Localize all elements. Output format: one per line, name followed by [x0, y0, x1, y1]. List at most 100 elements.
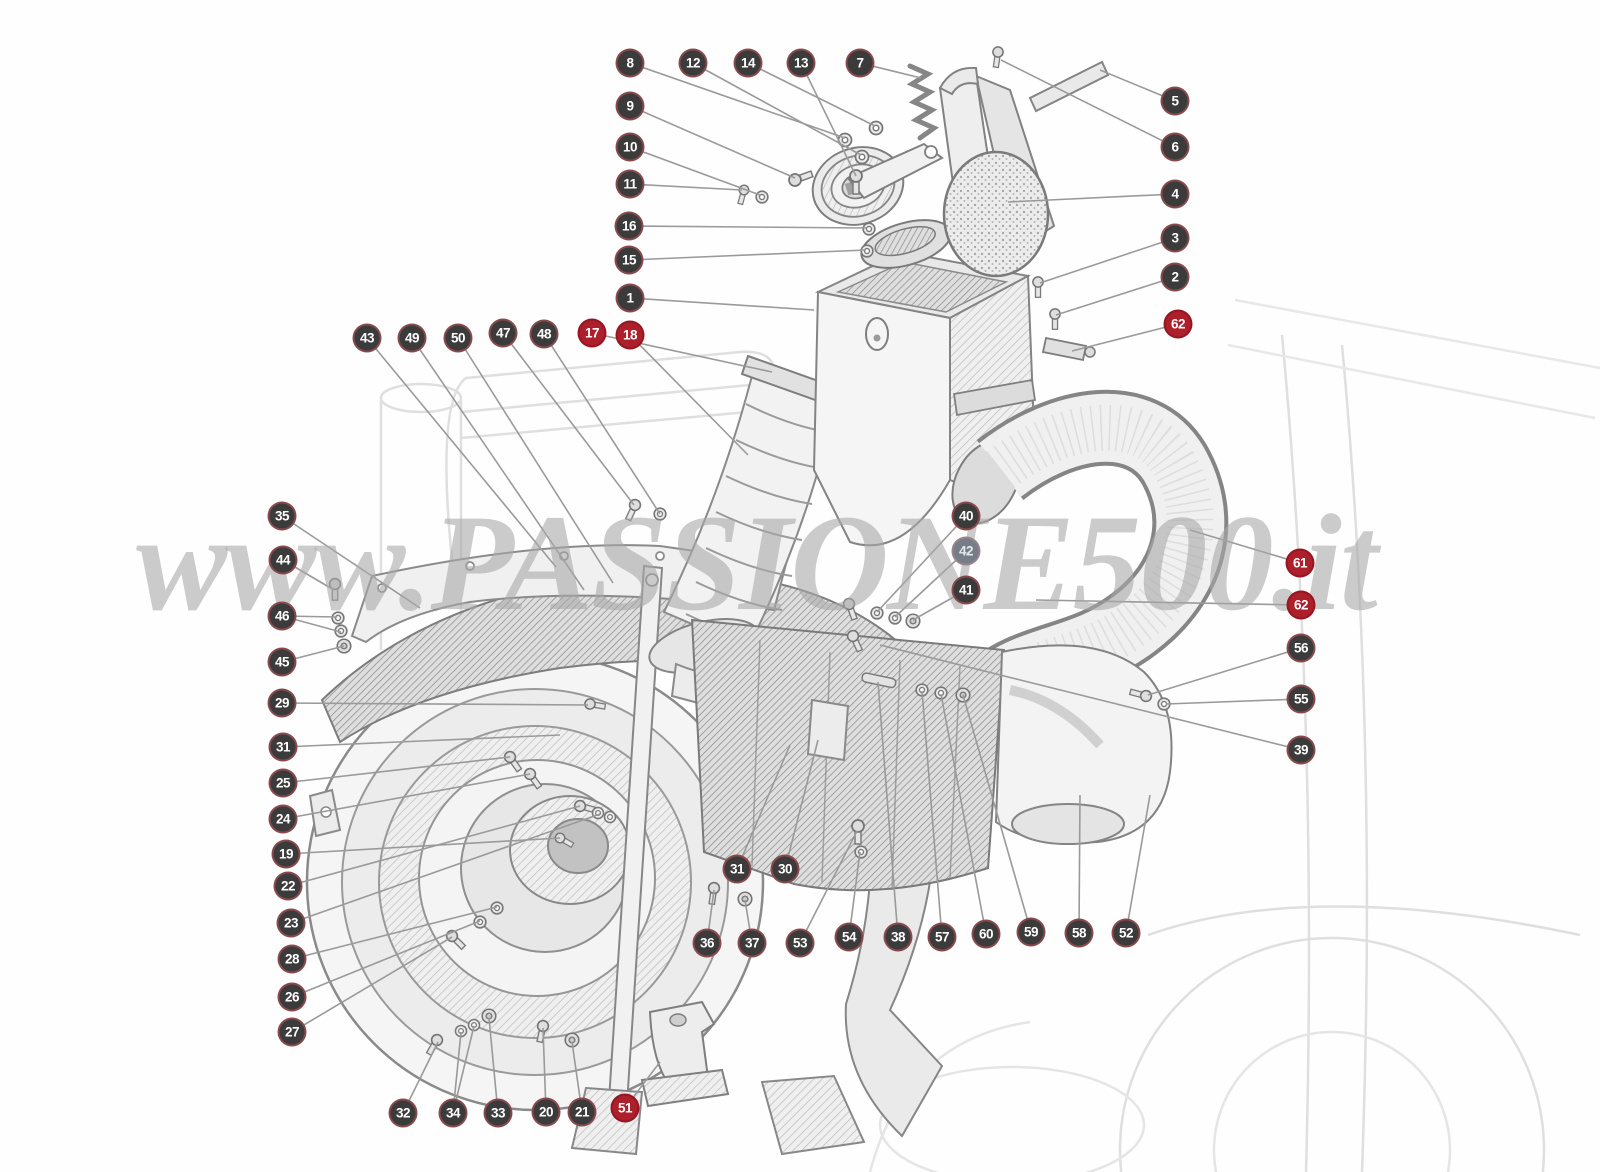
part-badge-43[interactable]: 43: [352, 323, 382, 353]
part-badge-21[interactable]: 21: [567, 1097, 597, 1127]
part-badge-52[interactable]: 52: [1111, 918, 1141, 948]
part-badge-2[interactable]: 2: [1160, 262, 1190, 292]
part-badge-11[interactable]: 11: [615, 169, 645, 199]
part-badge-54[interactable]: 54: [834, 922, 864, 952]
part-badge-39[interactable]: 39: [1286, 735, 1316, 765]
part-badge-47[interactable]: 47: [488, 318, 518, 348]
leader-line-18: [629, 334, 749, 456]
part-badge-16[interactable]: 16: [614, 211, 644, 241]
part-badge-60[interactable]: 60: [971, 919, 1001, 949]
leader-line-30: [784, 739, 819, 870]
part-badge-32[interactable]: 32: [388, 1098, 418, 1128]
part-badge-37[interactable]: 37: [737, 928, 767, 958]
part-badge-8[interactable]: 8: [615, 48, 645, 78]
leader-line-43: [366, 337, 557, 568]
part-badge-12[interactable]: 12: [678, 48, 708, 78]
leader-line-14: [747, 62, 876, 127]
leader-line-26: [291, 920, 481, 998]
leader-line-29: [281, 702, 589, 706]
part-badge-58[interactable]: 58: [1064, 918, 1094, 948]
leader-line-49: [411, 337, 585, 591]
part-badge-55[interactable]: 55: [1286, 684, 1316, 714]
part-badge-17[interactable]: 17: [577, 318, 607, 348]
part-badge-4[interactable]: 4: [1160, 179, 1190, 209]
part-badge-29[interactable]: 29: [267, 688, 297, 718]
part-badge-62[interactable]: 62: [1286, 590, 1316, 620]
part-badge-44[interactable]: 44: [268, 545, 298, 575]
leader-line-48: [543, 333, 661, 515]
part-badge-51[interactable]: 51: [610, 1093, 640, 1123]
leader-line-12: [692, 62, 862, 156]
part-badge-62[interactable]: 62: [1163, 309, 1193, 339]
leader-line-25: [282, 756, 511, 784]
part-badge-6[interactable]: 6: [1160, 132, 1190, 162]
part-badge-5[interactable]: 5: [1160, 86, 1190, 116]
part-badge-45[interactable]: 45: [267, 647, 297, 677]
part-badge-22[interactable]: 22: [273, 871, 303, 901]
part-badge-20[interactable]: 20: [531, 1097, 561, 1127]
leader-line-62: [1071, 323, 1179, 352]
part-badge-7[interactable]: 7: [845, 48, 875, 78]
leader-line-58: [1078, 794, 1081, 934]
part-badge-40[interactable]: 40: [951, 501, 981, 531]
leader-line-23: [290, 813, 601, 924]
leader-line-57: [921, 690, 943, 938]
leader-line-40: [876, 515, 967, 613]
part-badge-24[interactable]: 24: [268, 804, 298, 834]
part-badge-61[interactable]: 61: [1285, 548, 1315, 578]
leader-line-31: [282, 734, 561, 748]
part-badge-19[interactable]: 19: [271, 839, 301, 869]
part-badge-46[interactable]: 46: [267, 601, 297, 631]
part-badge-53[interactable]: 53: [785, 928, 815, 958]
part-badge-34[interactable]: 34: [438, 1098, 468, 1128]
part-badge-38[interactable]: 38: [883, 922, 913, 952]
leader-line-1: [629, 297, 815, 311]
part-badge-36[interactable]: 36: [692, 928, 722, 958]
leader-line-2: [1055, 276, 1176, 316]
leader-line-39: [879, 644, 1302, 751]
part-badge-10[interactable]: 10: [615, 132, 645, 162]
part-badge-13[interactable]: 13: [786, 48, 816, 78]
part-badge-35[interactable]: 35: [267, 501, 297, 531]
part-badge-59[interactable]: 59: [1016, 917, 1046, 947]
part-badge-42[interactable]: 42: [951, 536, 981, 566]
leader-line-13: [800, 62, 857, 177]
part-badge-50[interactable]: 50: [443, 323, 473, 353]
leader-line-31: [736, 744, 791, 870]
part-badge-41[interactable]: 41: [951, 575, 981, 605]
part-badge-57[interactable]: 57: [927, 922, 957, 952]
part-badge-1[interactable]: 1: [615, 283, 645, 313]
part-badge-31[interactable]: 31: [722, 854, 752, 884]
leader-line-10: [629, 146, 761, 196]
part-badge-25[interactable]: 25: [268, 768, 298, 798]
leader-line-8: [629, 62, 846, 139]
leader-lines: [281, 59, 1302, 1114]
part-badge-48[interactable]: 48: [529, 319, 559, 349]
part-badge-15[interactable]: 15: [614, 245, 644, 275]
part-badge-27[interactable]: 27: [277, 1017, 307, 1047]
leader-line-24: [282, 773, 531, 820]
part-badge-18[interactable]: 18: [615, 320, 645, 350]
part-badge-14[interactable]: 14: [733, 48, 763, 78]
leader-line-9: [629, 105, 796, 179]
part-badge-56[interactable]: 56: [1286, 633, 1316, 663]
leader-line-59: [962, 694, 1032, 933]
part-badge-9[interactable]: 9: [615, 91, 645, 121]
leader-line-28: [291, 906, 498, 960]
leader-line-22: [287, 805, 581, 887]
leader-line-38: [877, 681, 899, 938]
part-badge-49[interactable]: 49: [397, 323, 427, 353]
leader-line-53: [799, 830, 858, 944]
part-badge-28[interactable]: 28: [277, 944, 307, 974]
part-badge-26[interactable]: 26: [277, 982, 307, 1012]
leader-line-61: [1189, 529, 1301, 564]
part-badge-30[interactable]: 30: [770, 854, 800, 884]
part-badge-23[interactable]: 23: [276, 908, 306, 938]
part-badge-31[interactable]: 31: [268, 732, 298, 762]
part-badge-33[interactable]: 33: [483, 1098, 513, 1128]
part-badge-3[interactable]: 3: [1160, 223, 1190, 253]
leader-line-4: [1007, 193, 1176, 203]
leader-line-35: [281, 515, 421, 609]
